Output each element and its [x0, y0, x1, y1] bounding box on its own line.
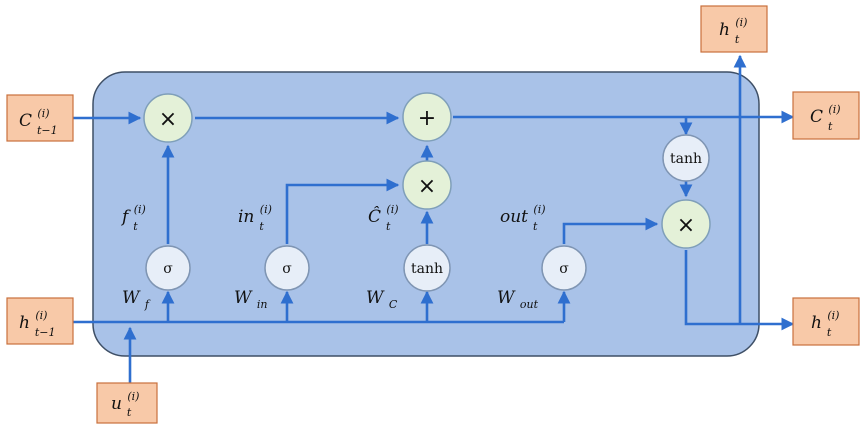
input-gate-label: in (i) t	[238, 198, 277, 233]
weight-input-label: W in	[234, 288, 268, 311]
flow-input-sigma-to-mult	[285, 178, 400, 244]
forget-sigma-node: σ	[145, 245, 191, 291]
input-c-prev: C (i) t−1	[6, 94, 74, 142]
multiply-icon: ×	[418, 174, 436, 199]
svg-text:u (i) t: u (i) t	[111, 385, 145, 419]
sigma-label: σ	[559, 261, 569, 277]
flow-output-sigma-to-mult	[562, 217, 659, 244]
flow-out-mult-to-h-out	[684, 250, 795, 331]
forget-gate-label: f (i) t	[120, 198, 151, 233]
output-sigma-node: σ	[541, 245, 587, 291]
cell-state-add-node: +	[402, 92, 452, 142]
output-multiply-node: ×	[661, 199, 711, 249]
svg-text:C (i) t−1: C (i) t−1	[19, 102, 58, 137]
plus-icon: +	[418, 106, 436, 131]
weight-forget-label: W f	[122, 288, 151, 311]
weight-candidate-label: W C	[366, 288, 398, 311]
tanh-label: tanh	[411, 261, 443, 277]
svg-text:h (i) t: h (i) t	[811, 304, 845, 339]
output-c-t: C (i) t	[792, 91, 860, 140]
output-h-t: h (i) t	[792, 297, 860, 346]
input-multiply-node: ×	[402, 160, 452, 210]
input-h-prev: h (i) t−1	[6, 297, 74, 345]
weight-output-label: W out	[497, 288, 539, 311]
svg-text:h (i) t: h (i) t	[719, 11, 753, 46]
candidate-state-label: Ĉ (i) t	[368, 198, 404, 233]
input-sigma-node: σ	[264, 245, 310, 291]
input-u-t: u (i) t	[96, 382, 158, 424]
svg-text:h (i) t−1: h (i) t−1	[19, 304, 56, 339]
output-h-top: h (i) t	[700, 5, 768, 53]
forget-multiply-node: ×	[143, 93, 193, 143]
tanh-label: tanh	[670, 151, 702, 167]
multiply-icon: ×	[677, 213, 695, 238]
sigma-label: σ	[163, 261, 173, 277]
sigma-label: σ	[282, 261, 292, 277]
candidate-tanh-node: tanh	[403, 244, 451, 292]
svg-text:C (i) t: C (i) t	[810, 98, 846, 133]
multiply-icon: ×	[159, 107, 177, 132]
state-tanh-node: tanh	[662, 134, 710, 182]
output-gate-label: out (i) t	[500, 198, 551, 233]
